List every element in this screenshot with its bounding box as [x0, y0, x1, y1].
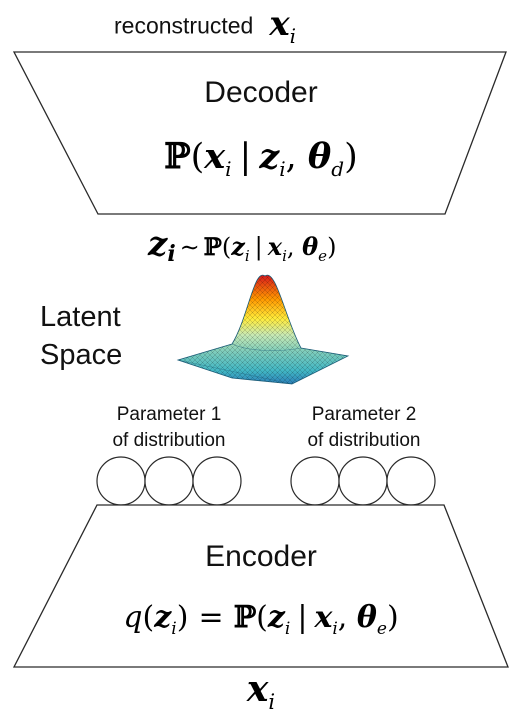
reconstructed-symbol: xi — [269, 4, 297, 48]
encoder-title: Encoder — [205, 540, 317, 573]
parameter-2-line2: of distribution — [307, 430, 421, 451]
parameter-2-label: Parameter 2 of distribution — [269, 402, 459, 454]
param2-node — [386, 456, 436, 506]
latent-space-line2: Space — [40, 339, 123, 371]
param1-node — [96, 456, 146, 506]
param2-node — [290, 456, 340, 506]
decoder-formula: ℙ(xi|zi, θd) — [164, 136, 358, 181]
latent-space-label: Latent Space — [40, 298, 122, 374]
input-symbol: xi — [246, 668, 276, 715]
parameter-1-nodes — [96, 456, 242, 506]
parameter-2-nodes — [290, 456, 436, 506]
parameter-1-line1: Parameter 1 — [116, 404, 222, 425]
param1-node — [144, 456, 194, 506]
encoder-formula: q(zi)=ℙ(zi|xi, θe) — [123, 600, 399, 639]
reconstructed-output-label: reconstructed xi — [114, 4, 297, 48]
gaussian-surface-icon — [176, 274, 350, 385]
parameter-2-line1: Parameter 2 — [311, 404, 417, 425]
decoder-block — [12, 51, 507, 215]
decoder-title: Decoder — [204, 76, 318, 109]
parameter-1-label: Parameter 1 of distribution — [79, 402, 259, 454]
parameter-1-line2: of distribution — [112, 430, 226, 451]
param2-node — [338, 456, 388, 506]
reconstructed-text: reconstructed — [114, 12, 254, 39]
latent-space-line1: Latent — [40, 301, 121, 333]
encoder-block — [12, 504, 509, 668]
param1-node — [192, 456, 242, 506]
latent-sample-formula: zi∼ℙ(zi|xi, θe) — [148, 224, 337, 267]
